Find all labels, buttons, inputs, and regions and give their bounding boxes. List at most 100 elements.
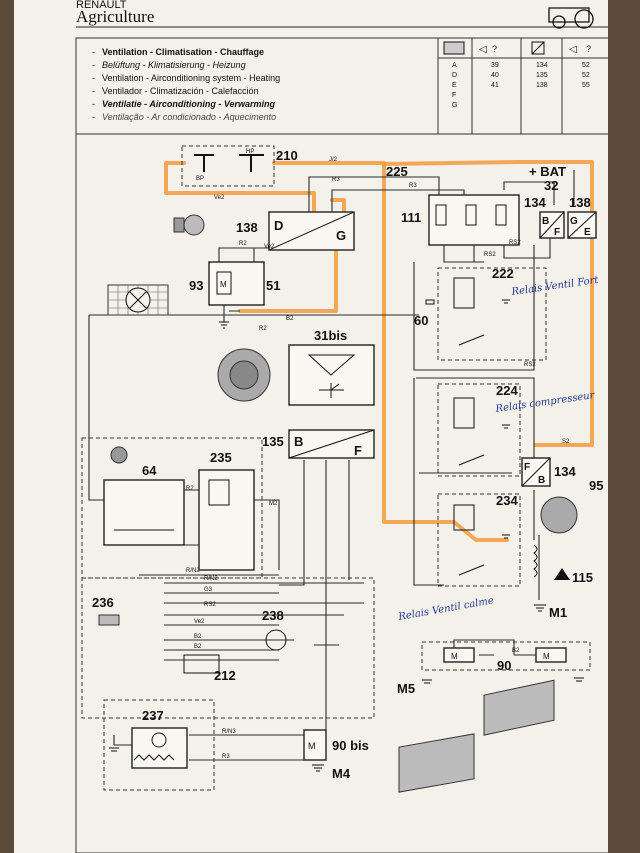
svg-text:52: 52 [582, 62, 590, 69]
blower-group [421, 641, 591, 671]
svg-text:M4: M4 [332, 766, 351, 781]
svg-text:R/N2: R/N2 [186, 568, 200, 574]
title-list: Ventilation - Climatisation - Chauffage … [92, 47, 280, 122]
svg-text:HP: HP [246, 149, 254, 155]
svg-text:F: F [524, 462, 530, 473]
svg-text:222: 222 [492, 266, 514, 281]
svg-text:D: D [274, 218, 283, 233]
svg-text:Ve2: Ve2 [214, 195, 225, 201]
svg-text:M1: M1 [549, 605, 567, 620]
svg-text:134: 134 [524, 195, 546, 210]
svg-text:RS2: RS2 [524, 362, 536, 368]
svg-text:B2: B2 [512, 648, 520, 654]
svg-text:Ve2: Ve2 [194, 619, 205, 625]
label-138: 138 [236, 220, 258, 235]
title-en: Ventilation - Airconditioning system - H… [102, 73, 280, 83]
motor-icon: M [308, 741, 316, 751]
svg-text:B2: B2 [194, 634, 202, 640]
condenser-icon [107, 284, 169, 316]
svg-text:RS2: RS2 [484, 252, 496, 258]
plug-icon: ◁ [479, 44, 487, 55]
title-nl: Ventilatie - Airconditioning - Verwarmin… [102, 99, 276, 109]
switch-238: 238 [262, 608, 287, 651]
module-31bis: 31bis [288, 328, 375, 406]
svg-text:134: 134 [554, 464, 576, 479]
motor-icon: M [220, 280, 227, 289]
svg-text:39: 39 [491, 62, 499, 69]
svg-text:115: 115 [572, 570, 593, 585]
battery-supply: + BAT 32 134 138 B F G E [524, 164, 597, 239]
switch-210: 210 BP HP [194, 148, 298, 182]
note-relais-ventil-calme: Relais Ventil calme [397, 595, 495, 623]
svg-text:R2: R2 [259, 326, 267, 332]
svg-text:F: F [452, 92, 456, 99]
svg-text:M2: M2 [269, 501, 278, 507]
relay-222: 222 60 [414, 266, 514, 346]
svg-text:51: 51 [266, 278, 280, 293]
svg-text:32: 32 [544, 178, 558, 193]
svg-text:-: - [92, 112, 95, 122]
ground-symbols [109, 299, 584, 772]
title-fr: Ventilation - Climatisation - Chauffage [102, 47, 264, 57]
wiring-diagram: RENAULT Agriculture Ventilation - Climat… [75, 0, 608, 853]
svg-text:135: 135 [536, 72, 548, 79]
title-es: Ventilador - Climatización - Calefacción [102, 86, 259, 96]
diagram-sheet: RENAULT Agriculture Ventilation - Climat… [14, 0, 608, 853]
svg-text:64: 64 [142, 463, 157, 478]
svg-text:Ve2: Ve2 [264, 244, 275, 250]
svg-text:+ BAT: + BAT [529, 164, 566, 179]
svg-text:A: A [452, 62, 457, 69]
svg-text:RS2: RS2 [204, 602, 216, 608]
switch-210-group [181, 145, 275, 187]
svg-text:M5: M5 [397, 681, 415, 696]
clutch-115: 115 M1 [533, 544, 593, 620]
label-210: 210 [276, 148, 298, 163]
svg-text:F: F [554, 227, 560, 238]
switch-64: 64 [103, 446, 185, 546]
alternator [217, 348, 271, 402]
motor-icon: M [543, 652, 550, 661]
svg-text:225: 225 [386, 164, 408, 179]
blower-90: M M 90 M5 [397, 647, 567, 696]
wires [88, 170, 575, 761]
svg-text:90 bis: 90 bis [332, 738, 369, 753]
svg-text:-: - [92, 99, 95, 109]
control-group [81, 437, 263, 579]
svg-text:238: 238 [262, 608, 284, 623]
svg-text:R/N3: R/N3 [222, 729, 236, 735]
brand-line1: RENAULT [76, 0, 127, 11]
wire-labels: J/2 Ve2 R3 R3 R2 Ve2 B2 R2 RS2 RS2 RS2 S… [186, 157, 570, 760]
svg-text:-: - [92, 73, 95, 83]
reference-table: ◁ ? ◁ ? A D E F G 39 40 41 134 135 138 5… [437, 38, 608, 134]
svg-text:J/2: J/2 [329, 157, 338, 163]
plug-icon-2: ◁ [569, 44, 577, 55]
module-134: F B 134 [521, 457, 576, 487]
blower-illustration [398, 679, 555, 793]
svg-text:B: B [542, 216, 549, 227]
svg-text:R3: R3 [222, 754, 230, 760]
label-225-group: 225 [386, 164, 408, 179]
relay-222-group [437, 267, 547, 361]
note-relais-ventil: Relais Ventil Fort [510, 275, 600, 298]
fuse-box-111: 111 [401, 194, 520, 246]
svg-text:R2: R2 [239, 241, 247, 247]
svg-text:90: 90 [497, 658, 511, 673]
svg-text:138: 138 [536, 82, 548, 89]
svg-text:236: 236 [92, 595, 114, 610]
svg-text:138: 138 [569, 195, 591, 210]
title-pt: Ventilação - Ar condicionado - Aquecimen… [102, 112, 276, 122]
tractor-icon [548, 7, 594, 29]
pressure-sensor [173, 214, 205, 236]
svg-text:R3: R3 [332, 177, 340, 183]
svg-text:235: 235 [210, 450, 232, 465]
relay-234-group [437, 493, 521, 587]
svg-text:E: E [584, 227, 591, 238]
svg-text:55: 55 [582, 82, 590, 89]
module-138: D G 138 [236, 211, 355, 251]
svg-text:G: G [336, 228, 346, 243]
svg-text:60: 60 [414, 313, 428, 328]
brand-name: Agriculture [76, 7, 154, 26]
svg-text:-: - [92, 60, 95, 70]
svg-text:93: 93 [189, 278, 203, 293]
fan-unit: M 93 51 [189, 261, 280, 306]
